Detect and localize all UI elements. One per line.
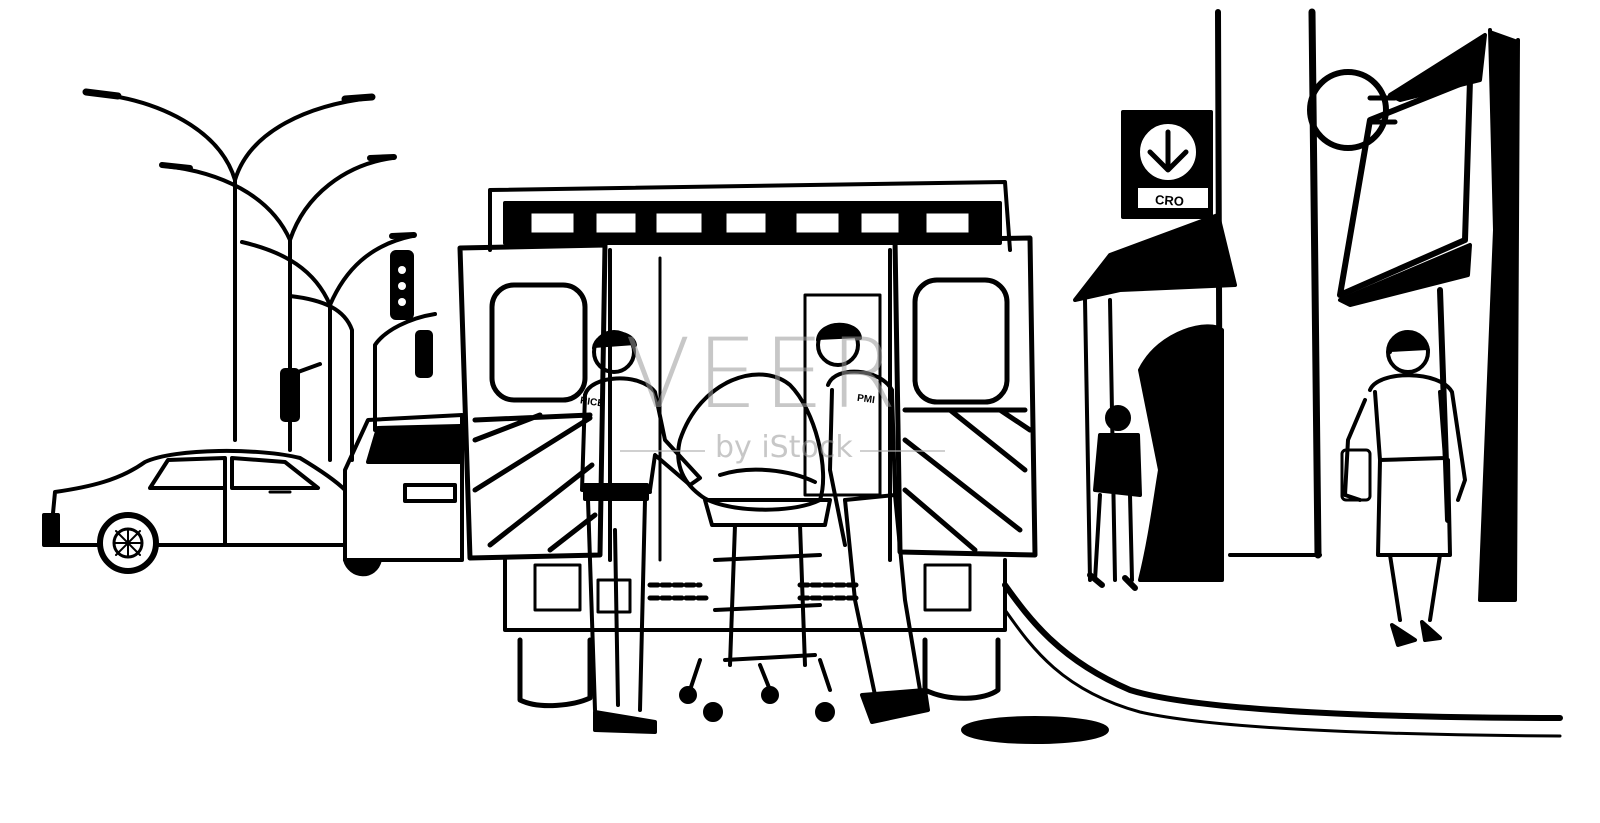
pedestrian-child — [1087, 405, 1142, 591]
watermark-divider-left — [620, 450, 705, 452]
sedan-car — [42, 448, 347, 574]
wall-lamp-icon — [1307, 69, 1389, 151]
storefront-left — [1073, 9, 1322, 582]
watermark-divider-right — [860, 450, 945, 452]
manhole-cover — [961, 716, 1109, 744]
metro-sign — [1121, 110, 1213, 219]
ambulance-left-door — [457, 242, 608, 561]
ambulance-right-door — [892, 235, 1038, 558]
storefront-right — [1307, 8, 1520, 602]
paramedic-right-badge: PMI — [856, 392, 876, 407]
street-lamp-1 — [82, 88, 376, 442]
traffic-light-2 — [415, 330, 433, 378]
street-lamp-4 — [288, 294, 437, 462]
street-lamp-3 — [240, 232, 417, 462]
ambulance — [457, 180, 1038, 709]
pedestrian-adult — [1340, 330, 1467, 647]
paramedic-right — [816, 322, 930, 724]
traffic-light-1 — [390, 250, 414, 320]
road-curb — [1002, 582, 1563, 738]
stretcher — [676, 372, 835, 722]
metro-sign-text: CRO — [1154, 192, 1185, 209]
traffic-light-3 — [280, 362, 322, 422]
paramedic-left — [580, 330, 702, 734]
street-lamp-2 — [159, 154, 397, 452]
suv-car — [343, 413, 464, 577]
